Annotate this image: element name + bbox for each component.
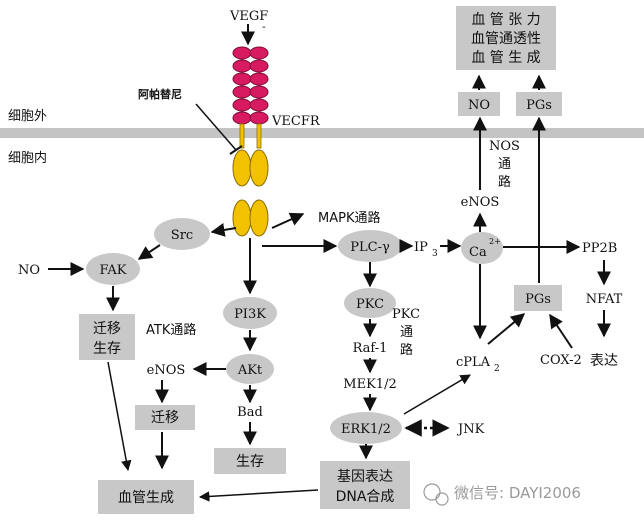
plc-node	[338, 230, 402, 262]
wechat-watermark: 微信号: DAYI2006	[423, 483, 581, 506]
cpla2-label: cPLA	[456, 355, 491, 370]
gene-to-angiogenesis-arrow	[198, 489, 319, 502]
akt-node	[226, 354, 274, 384]
mapk-pathway-label: MAPK通路	[318, 210, 380, 226]
cpla2-to-pgs-arrow	[487, 313, 526, 345]
outcome-line2: 血管通透性	[471, 31, 541, 47]
erk-label: ERK1/2	[341, 422, 391, 437]
outcome-line3: 血 管 生 成	[471, 50, 540, 66]
pi3k-label: PI3K	[234, 307, 266, 322]
src-to-fak-arrow	[137, 244, 161, 260]
vegf-charge: -	[262, 20, 266, 33]
ca-node	[461, 232, 503, 264]
apatinib-inhibition-line	[195, 103, 237, 151]
raf1-label: Raf-1	[353, 341, 388, 356]
plc-label: PLC-γ	[350, 240, 390, 255]
cpla2-subscript: 2	[494, 364, 500, 374]
pp2b-label: PP2B	[582, 241, 617, 256]
receptor-kinase-domains	[232, 149, 269, 237]
migrate-label: 迁移	[151, 410, 179, 426]
apatinib-label: 阿帕替尼	[138, 87, 182, 101]
ca-label: Ca	[469, 245, 487, 260]
pgs-mid-box	[514, 285, 562, 311]
expression-label: 表达	[590, 353, 618, 369]
nos-pathway-line3: 路	[498, 174, 511, 190]
pgs-mid-label: PGs	[525, 292, 551, 307]
ip3-subscript: 3	[432, 249, 438, 259]
no-box	[458, 92, 500, 116]
migrate-survive-line2: 生存	[93, 341, 121, 357]
pkc-label: PKC	[356, 297, 384, 312]
mapk-arrow	[271, 212, 305, 229]
migrate-survive-line1: 迁移	[93, 321, 121, 337]
migrate-survive-box	[79, 314, 135, 360]
apatinib-inhibition-bar	[229, 145, 243, 155]
pkc-pathway-line1: PKC	[392, 307, 420, 322]
ca-superscript: 2+	[489, 237, 501, 246]
pi3k-node	[223, 297, 277, 329]
watermark-label: 微信号: DAYI2006	[454, 484, 581, 502]
receptor-to-src-arrow	[210, 223, 237, 237]
no-box-label: NO	[468, 98, 490, 113]
mek-label: MEK1/2	[343, 377, 396, 392]
gene-line2: DNA合成	[336, 489, 395, 505]
akt-label: AKt	[237, 363, 263, 378]
pkc-node	[344, 288, 396, 318]
migrate-box	[135, 405, 195, 430]
extracellular-label: 细胞外	[8, 109, 47, 124]
erk-node	[330, 412, 402, 444]
pkc-pathway-line3: 路	[400, 342, 413, 358]
src-label: Src	[171, 228, 193, 243]
receptor-stalk-left	[239, 123, 245, 149]
cox2-to-pgs-arrow	[549, 313, 573, 349]
fak-node	[86, 253, 140, 285]
enos-left-label: eNOS	[147, 363, 186, 378]
pgs-top-box	[516, 92, 562, 116]
vecfr-label: VECFR	[271, 114, 321, 129]
gene-expression-box	[320, 461, 410, 509]
vegf-label: VEGF	[229, 9, 268, 24]
ip3-label: IP	[414, 240, 428, 255]
jnk-label: JNK	[456, 422, 485, 437]
intracellular-label: 细胞内	[8, 150, 47, 166]
nos-pathway-line1: NOS	[489, 139, 520, 154]
angiogenesis-left-label: 血管生成	[118, 490, 174, 506]
gene-line1: 基因表达	[337, 468, 393, 485]
survive-box	[214, 448, 286, 474]
pgs-top-label: PGs	[526, 98, 552, 113]
atk-pathway-label: ATK通路	[146, 322, 196, 338]
fak-label: FAK	[100, 263, 127, 278]
bad-label: Bad	[237, 405, 263, 420]
no-left-label: NO	[18, 263, 40, 278]
pkc-pathway-line2: 通	[400, 325, 413, 340]
erk-to-cpla2-arrow	[403, 374, 471, 415]
wechat-icon	[423, 483, 441, 501]
cox2-label: COX-2	[540, 353, 582, 368]
outcome-line1: 血 管 张 力	[471, 12, 540, 28]
receptor-extracellular-domains	[232, 46, 269, 125]
cell-membrane	[0, 128, 644, 138]
angiogenesis-box	[98, 480, 194, 514]
receptor-stalk-right	[256, 123, 262, 149]
survive-label: 生存	[236, 454, 264, 470]
nos-pathway-line2: 通	[498, 157, 511, 172]
nfat-label: NFAT	[586, 292, 623, 307]
src-node	[154, 218, 210, 250]
vascular-outcomes-box	[456, 6, 556, 70]
enos-right-label: eNOS	[461, 195, 500, 210]
migrate-to-angiogenesis-arrow	[107, 361, 132, 472]
